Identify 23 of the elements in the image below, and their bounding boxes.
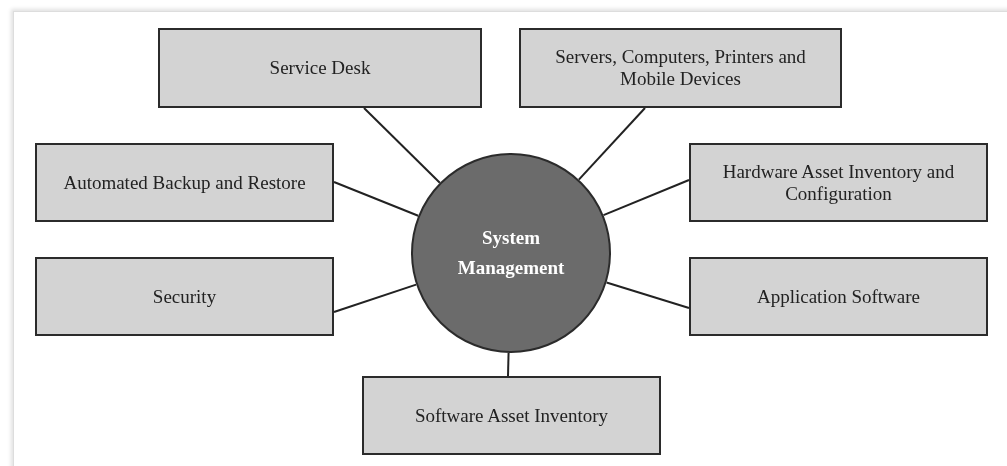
connector-line — [333, 283, 418, 313]
topic-box — [689, 143, 988, 222]
connector-line — [507, 351, 510, 377]
topic-label: Hardware Asset Inventory and Configuration — [721, 160, 956, 205]
topic-label: Software Asset Inventory — [414, 404, 609, 427]
topic-box — [362, 376, 661, 455]
hub-label: System Management — [456, 226, 566, 280]
topic-label: Security — [152, 285, 217, 308]
topic-box — [519, 28, 842, 108]
hub-circle — [411, 153, 611, 353]
connector-line — [333, 181, 420, 217]
topic-box — [158, 28, 482, 108]
topic-label: Application Software — [756, 285, 920, 308]
topic-box — [35, 143, 334, 222]
connector-line — [577, 107, 646, 181]
topic-box — [689, 257, 988, 336]
topic-label: Servers, Computers, Printers and Mobile Devices — [554, 46, 807, 90]
topic-label: Automated Backup and Restore — [63, 171, 306, 194]
connector-line — [602, 179, 690, 217]
connector-line — [363, 107, 441, 184]
topic-label: Service Desk — [269, 57, 371, 79]
topic-box — [35, 257, 334, 336]
connector-line — [605, 281, 690, 309]
